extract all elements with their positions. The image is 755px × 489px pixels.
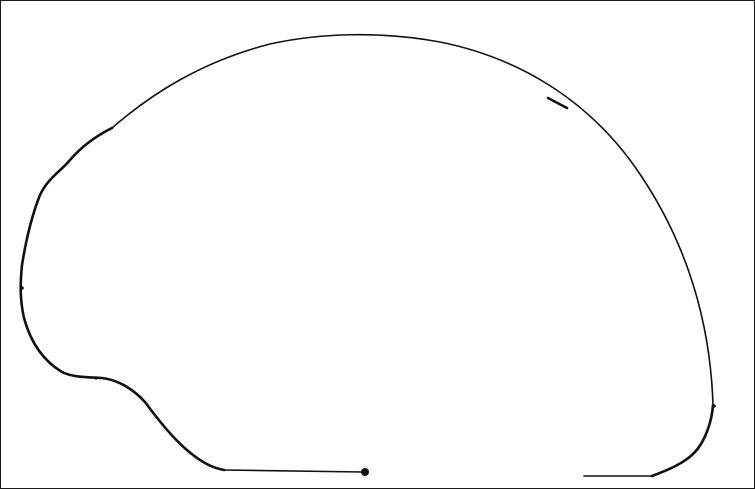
occipital-outline — [652, 405, 713, 476]
frontal-outline — [21, 128, 224, 470]
base-line-left-endpoint — [361, 468, 369, 476]
base-line-left — [224, 470, 362, 472]
outline-tick-right — [712, 404, 716, 408]
cranial-vault-arc — [112, 35, 713, 405]
vault-mark-segment — [548, 98, 567, 108]
outline-tick-left — [20, 286, 24, 290]
outline-tick-lower-left — [94, 376, 97, 379]
